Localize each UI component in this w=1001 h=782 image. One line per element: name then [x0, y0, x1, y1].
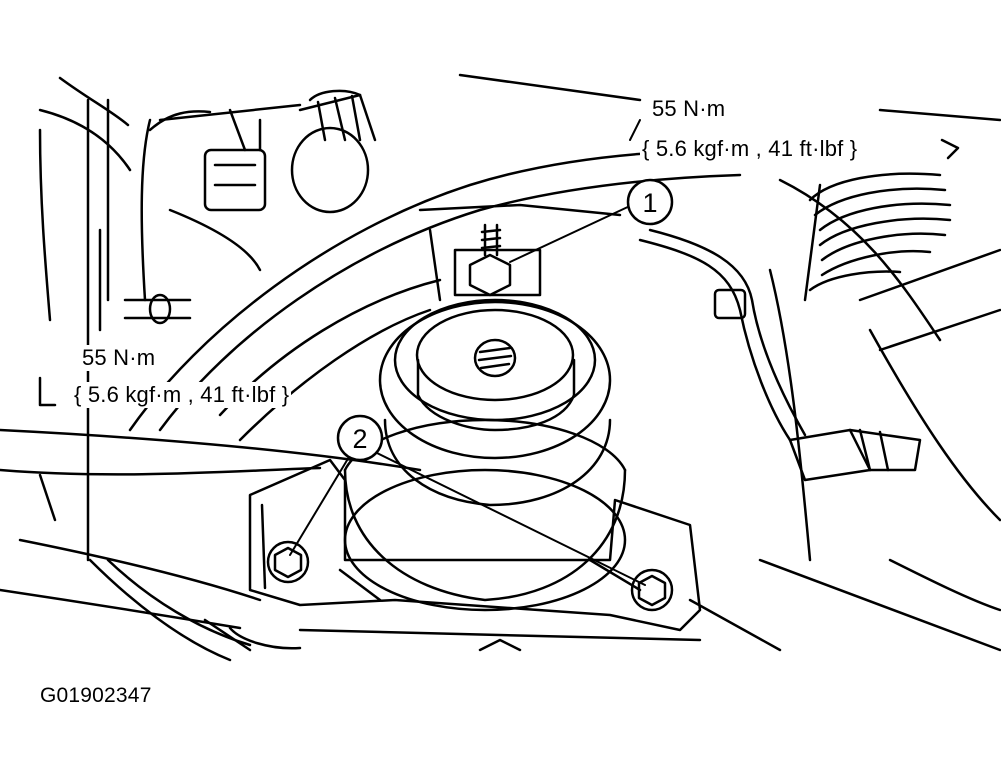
leader-2-right [374, 451, 646, 586]
torque-top-value: 55 N·m [650, 96, 728, 122]
leader-2-left [289, 451, 353, 556]
sensor-cable [638, 228, 922, 482]
torque-top-alt-units: { 5.6 kgf·m , 41 ft·lbf } [640, 136, 860, 162]
leader-1 [509, 204, 633, 263]
upper-stud-nut [453, 223, 542, 297]
callout-1: 1 [626, 178, 674, 226]
coolant-hose [123, 108, 267, 325]
torque-left-value: 55 N·m [80, 345, 158, 371]
torque-left-alt-units: { 5.6 kgf·m , 41 ft·lbf } [72, 382, 292, 408]
mount-bolt-left [266, 540, 310, 584]
wire-harness [803, 172, 952, 302]
callout-2-number: 2 [352, 424, 367, 454]
sensor-connector [290, 89, 377, 214]
edge-mark-left [38, 376, 57, 407]
mount-bolt-right [630, 568, 674, 612]
edge-mark [940, 138, 960, 160]
leader-lines [289, 119, 646, 586]
callout-2: 2 [336, 414, 384, 462]
engine-mount [248, 223, 702, 632]
background-structure [0, 73, 1001, 652]
figure-id: G01902347 [40, 684, 152, 707]
callout-1-number: 1 [642, 188, 657, 218]
